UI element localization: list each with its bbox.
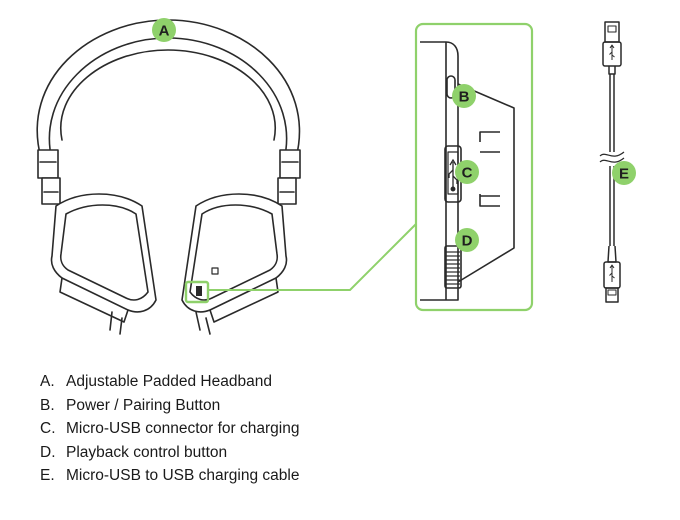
zoom-panel: B C D xyxy=(414,22,534,312)
legend-item-d: D. Playback control button xyxy=(40,441,299,465)
headband-inner xyxy=(48,37,288,161)
legend-item-e: E. Micro-USB to USB charging cable xyxy=(40,464,299,488)
legend-text: Adjustable Padded Headband xyxy=(66,373,272,390)
right-slider xyxy=(277,149,301,205)
legend-letter: A. xyxy=(40,373,55,390)
controls-highlight xyxy=(184,280,210,304)
cable-usb-icon xyxy=(609,44,615,60)
legend-item-a: A. Adjustable Padded Headband xyxy=(40,370,299,394)
micro-usb-plug xyxy=(607,245,617,263)
callout-d: D xyxy=(455,228,479,252)
playback-wheel xyxy=(444,245,462,289)
callout-c: C xyxy=(455,160,479,184)
usb-icon xyxy=(448,158,458,192)
legend-text: Power / Pairing Button xyxy=(66,396,221,414)
parts-legend: A. Adjustable Padded Headband B. Power / P… xyxy=(40,370,299,488)
svg-text:B: B xyxy=(459,89,470,106)
callout-e: E xyxy=(612,161,636,185)
micro-plug-usb-icon xyxy=(609,264,615,282)
svg-text:C: C xyxy=(462,165,473,182)
playback-wheel-ridges xyxy=(446,251,460,285)
headset-diagram: A xyxy=(36,18,636,335)
legend-text: Micro-USB to USB charging cable xyxy=(66,467,300,484)
legend-item-c: C. Micro-USB connector for charging xyxy=(40,417,299,441)
headband-padding xyxy=(59,49,277,141)
svg-text:D: D xyxy=(462,233,473,250)
callout-a: A xyxy=(152,18,176,42)
legend-text: Playback control button xyxy=(66,443,228,461)
left-slider xyxy=(37,149,61,205)
legend-letter: D. xyxy=(40,443,56,461)
svg-text:A: A xyxy=(159,23,170,40)
left-earcup xyxy=(50,193,157,335)
power-button xyxy=(446,75,456,99)
headset-illustration xyxy=(36,19,301,335)
callout-b: B xyxy=(452,84,476,108)
right-earcup xyxy=(181,193,288,335)
legend-letter: E. xyxy=(40,467,55,484)
legend-text: Micro-USB connector for charging xyxy=(66,420,300,437)
legend-letter: B. xyxy=(40,396,55,414)
legend-letter: C. xyxy=(40,420,56,437)
zoom-connector-line xyxy=(208,223,417,291)
legend-item-b: B. Power / Pairing Button xyxy=(40,394,299,418)
svg-text:E: E xyxy=(619,166,629,183)
